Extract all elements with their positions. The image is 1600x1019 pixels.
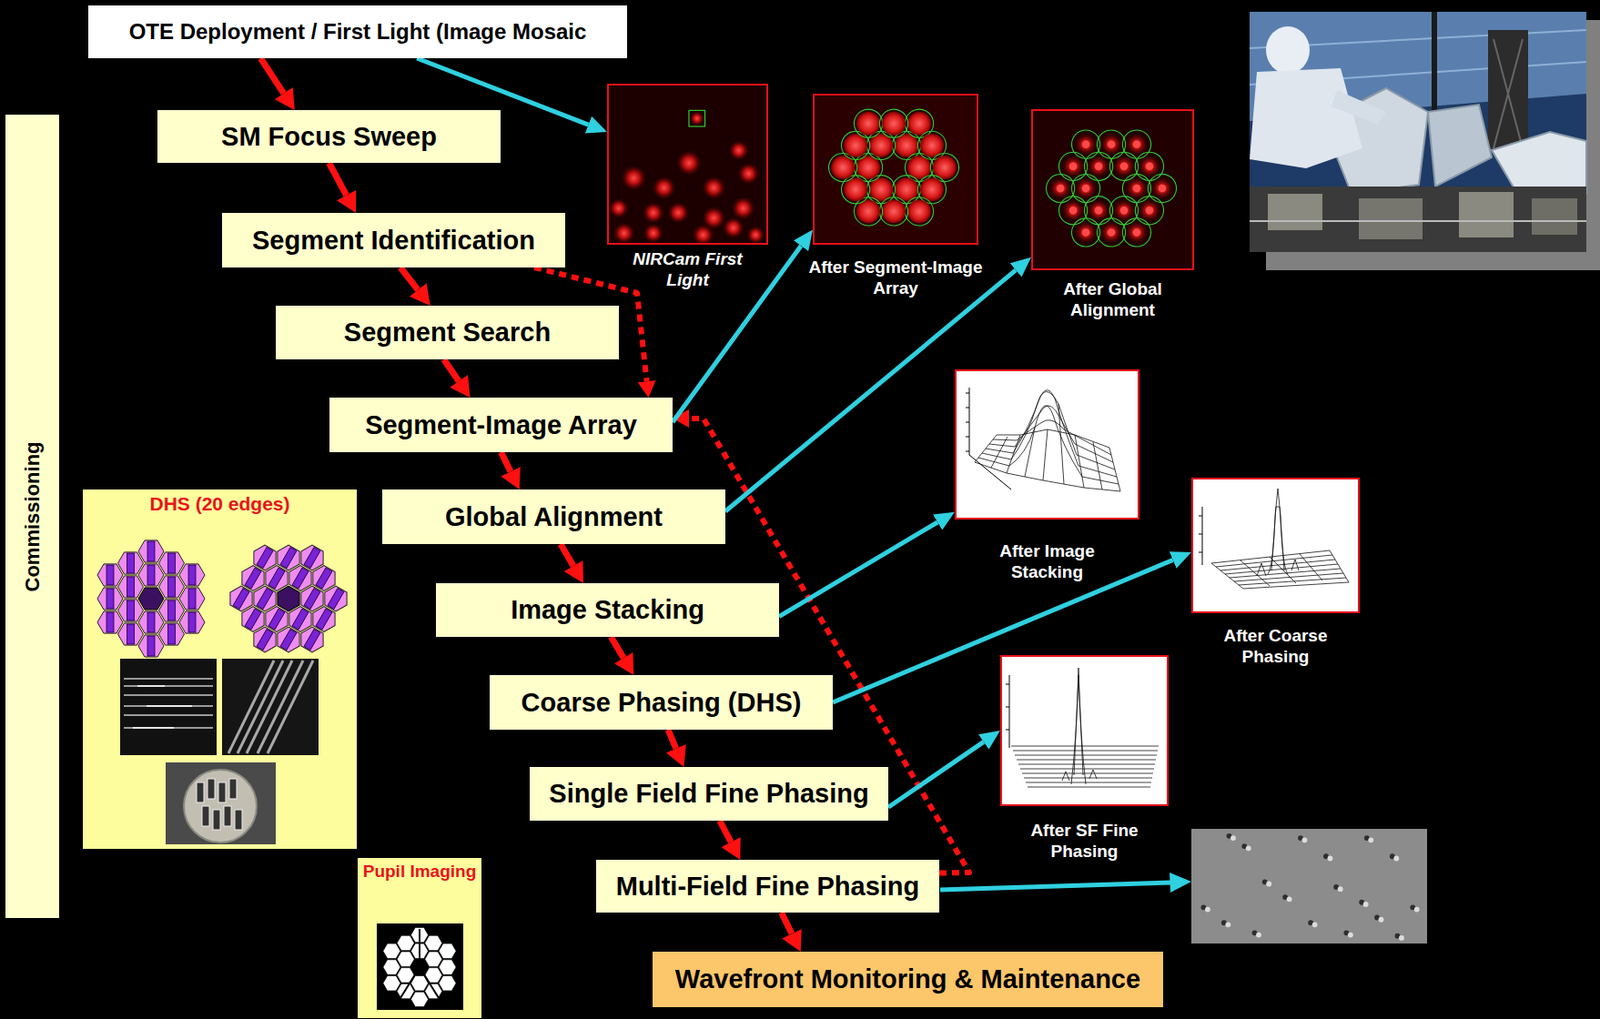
phase-band: Commissioning [5,114,60,919]
box-label: Global Alignment [445,502,663,533]
flow-arrow [444,359,459,382]
multi-field-image [1191,829,1428,944]
flow-arrow [719,820,731,843]
box-label: OTE Deployment / First Light (Image Mosa… [129,19,588,45]
caption-text: After Global Alignment [1022,278,1205,321]
caption-text: NIRCam First Light [619,248,757,291]
image-caption: After Global Alignment [1022,278,1205,321]
first-light-image [608,85,767,244]
dhs-illustration [82,489,357,850]
flow-arrow [501,452,512,472]
caption-text: After Coarse Phasing [1203,625,1349,668]
dhs-panel: DHS (20 edges) [82,489,357,850]
result-image: NIRCam First Light [607,83,769,245]
image-caption: After Coarse Phasing [1203,625,1349,668]
result-plot: After Coarse Phasing [1191,477,1360,614]
deployment-box: OTE Deployment / First Light (Image Mosa… [88,5,628,59]
flow-arrow [781,912,792,934]
process-box: Segment Identification [222,212,566,268]
caption-text: After Image Stacking [974,540,1121,583]
global-alignment-image [1032,111,1193,269]
result-arrow [888,741,984,808]
telescope-photo [1249,11,1600,271]
pupil-panel: Pupil Imaging [357,858,482,1019]
result-arrow [940,872,1192,893]
image-caption: After Image Stacking [974,540,1121,583]
caption-text: After SF Fine Phasing [1012,820,1158,862]
result-image: After Segment-Image Array [812,93,979,245]
maintenance-box: Wavefront Monitoring & Maintenance [652,951,1164,1008]
process-box: Segment Search [275,305,619,360]
box-label: Segment Identification [252,225,536,256]
caption-text: After Segment-Image Array [804,256,987,299]
process-box: Image Stacking [435,583,780,638]
box-label: Single Field Fine Phasing [548,779,869,810]
process-box: Coarse Phasing (DHS) [489,675,833,730]
image-caption: NIRCam First Light [619,248,757,291]
flow-arrow [668,729,677,750]
box-label: Wavefront Monitoring & Maintenance [675,964,1141,995]
process-box: Segment-Image Array [329,397,673,453]
process-box: SM Focus Sweep [157,110,501,163]
stacking-plot [956,371,1138,518]
process-box: Single Field Fine Phasing [529,767,889,821]
box-label: Commissioning [20,441,45,592]
pupil-illustration [357,858,482,1019]
segment-array-image [814,95,977,244]
flow-arrow [400,267,418,291]
box-label: Coarse Phasing (DHS) [521,688,802,719]
box-label: Image Stacking [510,595,705,626]
box-label: Segment-Image Array [364,410,638,441]
process-box: Global Alignment [382,489,726,545]
flow-arrow [260,58,284,94]
box-label: SM Focus Sweep [221,121,437,152]
panel-heading: DHS (20 edges) [82,489,357,516]
result-plot: After Image Stacking [954,369,1140,520]
process-box: Multi-Field Fine Phasing [596,860,940,913]
image-caption: After Segment-Image Array [804,256,987,299]
coarse-plot [1193,479,1358,612]
result-plot: After SF Fine Phasing [1000,655,1169,807]
panel-heading: Pupil Imaging [357,858,482,882]
box-label: Segment Search [344,317,551,348]
box-label: Multi-Field Fine Phasing [616,871,921,902]
image-caption: After SF Fine Phasing [1012,820,1158,862]
flow-arrow [610,637,624,659]
flow-arrow [560,544,574,567]
result-arrow [779,522,938,618]
flow-arrow [329,162,347,196]
result-image: After Global Alignment [1031,109,1195,271]
fine-phasing-plot [1002,657,1167,805]
